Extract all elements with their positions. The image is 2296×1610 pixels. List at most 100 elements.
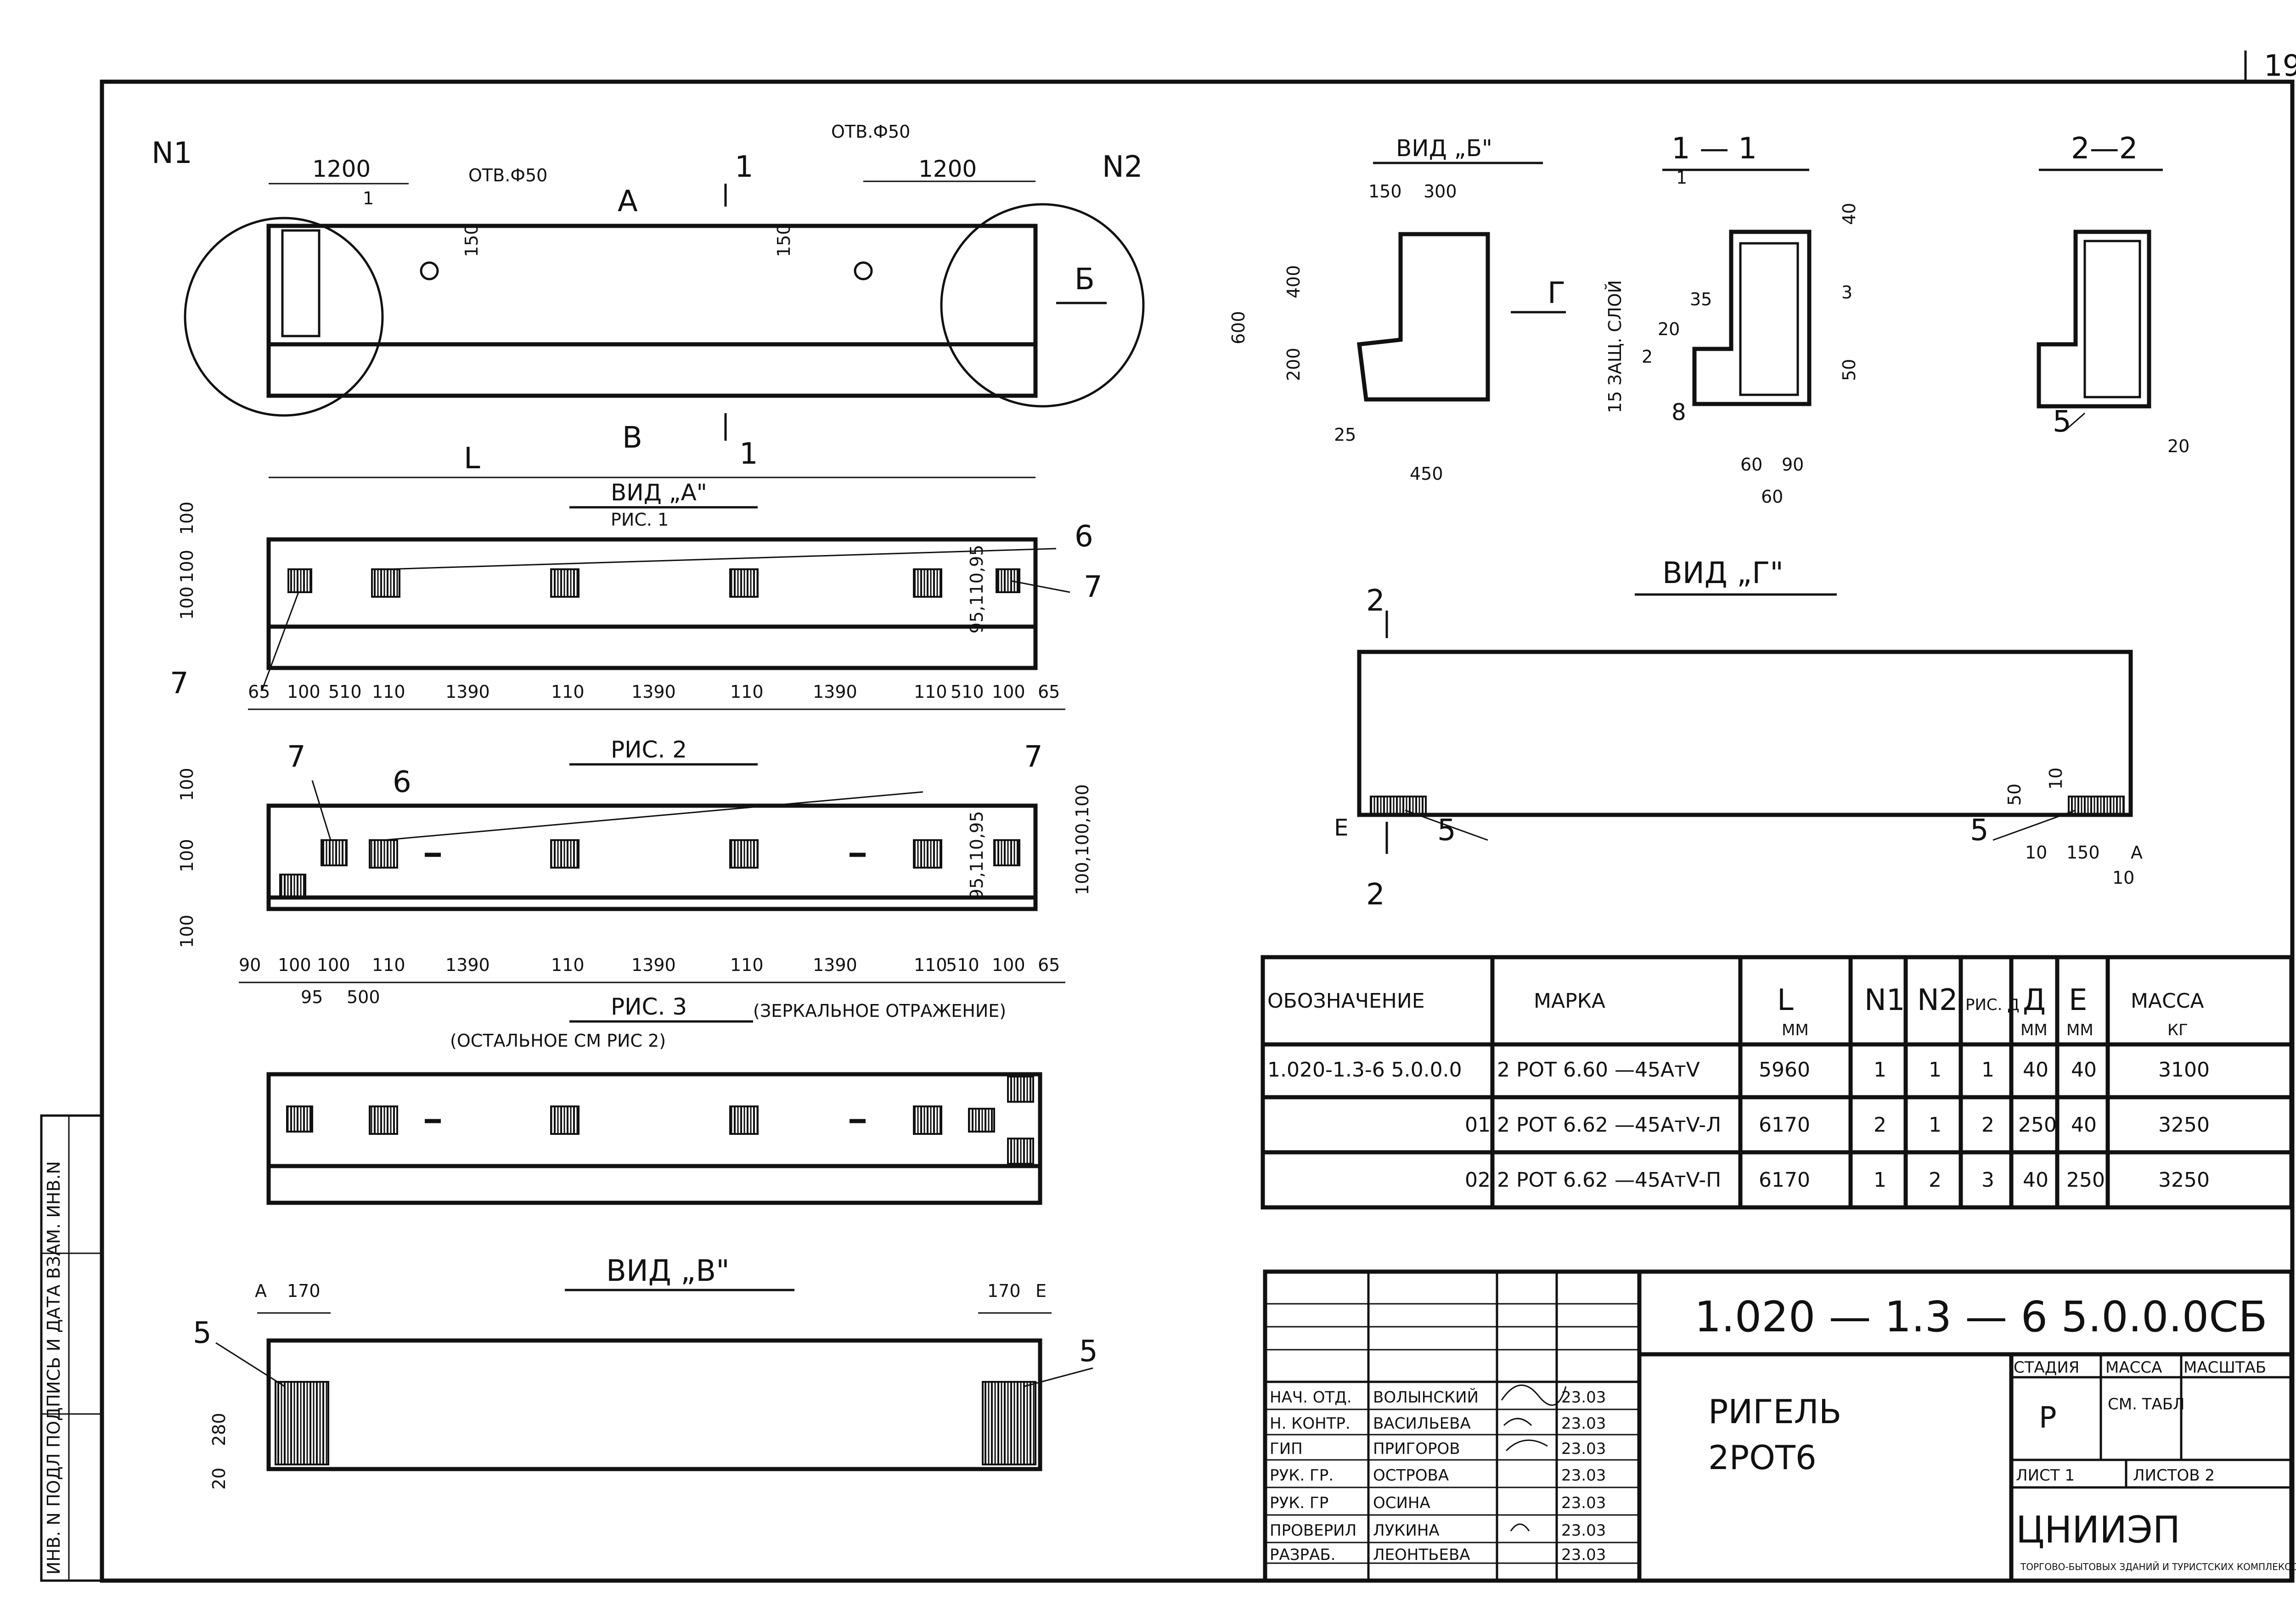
section-1-1-label-3: 3 xyxy=(1841,282,1852,303)
spec-header: N1 xyxy=(1864,983,1905,1017)
vid-g: ВИД „Г" 2 2 Е 5 5 50 10 10 150 А 10 xyxy=(1334,556,2143,912)
spec-unit: ММ xyxy=(2066,1021,2093,1039)
section-2-2: 2—2 5 20 xyxy=(2037,132,2189,456)
section-1-1-cover: 15 ЗАЩ. СЛОЙ xyxy=(1605,280,1625,413)
spec-cell: 40 xyxy=(2071,1058,2097,1082)
vid-g-dim-150: 150 xyxy=(2066,842,2100,863)
tb-role: РУК. ГР xyxy=(1270,1494,1328,1512)
ris-3-note-2: (ОСТАЛЬНОЕ СМ РИС 2) xyxy=(450,1031,666,1051)
spec-cell: 3250 xyxy=(2158,1168,2210,1192)
vid-g-label-5-left: 5 xyxy=(1437,813,1456,847)
tb-role: РУК. ГР. xyxy=(1270,1466,1334,1485)
spec-header: Д xyxy=(2023,983,2046,1017)
sheet-total: ЛИСТОВ 2 xyxy=(2133,1466,2215,1485)
spec-cell: 01 xyxy=(1465,1113,1491,1137)
ris-1-bdim: 1390 xyxy=(445,682,490,702)
vid-v-leader-5-right xyxy=(1024,1367,1093,1387)
ris-3-plate-8 xyxy=(1007,1138,1034,1165)
section-2-2-leader-5 xyxy=(2066,412,2085,430)
vid-b-dim-25: 25 xyxy=(1334,425,1356,445)
spec-header: L xyxy=(1777,983,1794,1017)
spec-header: РИС. Д xyxy=(1965,996,2020,1014)
detail-circle-n2 xyxy=(940,203,1145,408)
section-1-1-label-35: 35 xyxy=(1690,289,1712,309)
ris-1-plate-6 xyxy=(996,568,1020,593)
tb-name: ОСИНА xyxy=(1373,1494,1430,1512)
tb-date: 23.03 xyxy=(1561,1440,1606,1458)
spec-cell: 6170 xyxy=(1759,1113,1810,1137)
section-1-1-label-8: 8 xyxy=(1671,399,1686,426)
title-block-frame xyxy=(1263,1269,2294,1583)
section-1-1-label-50: 50 xyxy=(1839,359,1859,381)
spec-cell: 2 xyxy=(1929,1168,1941,1192)
main-elevation: N1 N2 1200 1200 ОТВ.Ф50 ОТВ.Ф50 150 150 … xyxy=(152,122,1145,478)
ris-2-right-dims-2: 95,110,95 xyxy=(967,811,987,900)
section-2-2-label-5: 5 xyxy=(2053,405,2071,439)
mass-value: СМ. ТАБЛ xyxy=(2108,1395,2185,1414)
leader-n1-label: N1 xyxy=(152,136,192,170)
stage-value: Р xyxy=(2039,1401,2057,1435)
sheet-number: ЛИСТ 1 xyxy=(2016,1466,2075,1485)
vid-g-dim-a: А xyxy=(2131,842,2143,863)
handwritten-signature xyxy=(1501,1384,1567,1531)
spec-unit: ММ xyxy=(2020,1021,2048,1039)
section-1-1-stirrup xyxy=(1739,242,1799,396)
stage-header: СТАДИЯ xyxy=(2014,1358,2079,1377)
spec-cell: 5960 xyxy=(1759,1058,1810,1082)
ris-3-plate-7 xyxy=(1007,1076,1034,1103)
spec-cell: 3250 xyxy=(2158,1113,2210,1137)
vid-v-leader-5-left xyxy=(215,1342,285,1387)
vid-v-dim-20: 20 xyxy=(209,1468,229,1490)
dim-150-left: 150 xyxy=(461,224,482,257)
signature-rows: НАЧ. ОТД. ВОЛЫНСКИЙ 23.03 Н. КОНТР. ВАСИ… xyxy=(1270,1388,1606,1564)
item-name-line-1: РИГЕЛЬ xyxy=(1708,1392,1841,1431)
ris-1-left-dim-2: 100 xyxy=(177,550,197,583)
ris-2-beam xyxy=(266,803,1038,911)
ris-1-bdim: 1390 xyxy=(813,682,857,702)
ris-2-bdim: 110 xyxy=(914,955,947,975)
spec-header: Е xyxy=(2069,983,2087,1017)
vid-v-dim-a: А xyxy=(255,1281,267,1301)
tb-name: ВОЛЫНСКИЙ xyxy=(1373,1388,1479,1407)
ris-2-bdim: 65 xyxy=(1038,955,1060,975)
item-name-line-2: 2РОТ6 xyxy=(1708,1438,1817,1477)
vid-v-label-5-left: 5 xyxy=(193,1316,212,1350)
vid-g-section-2-top: 2 xyxy=(1366,584,1385,618)
vid-v-label-5-right: 5 xyxy=(1079,1335,1098,1369)
ris-3-note: (ЗЕРКАЛЬНОЕ ОТРАЖЕНИЕ) xyxy=(753,1001,1006,1021)
vid-b-dim-400: 400 xyxy=(1283,265,1304,298)
section-1-bottom: 1 xyxy=(739,437,758,471)
side-stamp-text: ИНВ. N ПОДЛ ПОДПИСЬ И ДАТА ВЗАМ. ИНВ.N xyxy=(44,1161,64,1575)
ris-1-leader-7-left xyxy=(261,592,299,691)
vid-v: ВИД „В" А 170 170 Е 5 5 280 20 xyxy=(193,1254,1098,1490)
ris-2-plate-2 xyxy=(279,874,306,898)
hole-right-label: ОТВ.Ф50 xyxy=(831,122,910,142)
ris-2-plate-4 xyxy=(550,839,580,869)
ris-1-leader-7-right xyxy=(1010,580,1070,593)
spec-cell: 1 xyxy=(1981,1058,1994,1082)
ris-1-plate-4 xyxy=(729,568,759,598)
ris-2-bdim: 1390 xyxy=(445,955,490,975)
vid-v-dim-e: Е xyxy=(1035,1281,1047,1301)
leader-n2-label: N2 xyxy=(1102,150,1143,184)
ris-2-plate-5 xyxy=(729,839,759,869)
ris-2-right-dims: 100,100,100 xyxy=(1072,784,1092,895)
vid-v-dim-170-left: 170 xyxy=(287,1281,321,1301)
ris-2-bdim: 100 xyxy=(278,955,311,975)
ris-2-bdim: 100 xyxy=(317,955,350,975)
section-2-2-title: 2—2 xyxy=(2071,132,2138,166)
tb-role: РАЗРАБ. xyxy=(1270,1546,1335,1564)
vid-g-dim-10-b: 10 xyxy=(2025,842,2047,863)
vid-g-section-2-bottom: 2 xyxy=(1366,878,1385,912)
ris-1-bdim: 1390 xyxy=(631,682,676,702)
tb-name: ПРИГОРОВ xyxy=(1373,1440,1460,1458)
section-1-1: 1 — 1 15 ЗАЩ. СЛОЙ 1 40 35 20 2 3 50 8 6… xyxy=(1605,132,1859,507)
ris-2-title: РИС. 2 xyxy=(611,736,687,763)
ris-2-label-7-right: 7 xyxy=(1024,740,1043,774)
ris-2-bdim: 110 xyxy=(730,955,764,975)
spec-cell: 2 xyxy=(1981,1113,1994,1137)
vid-v-beam xyxy=(266,1338,1042,1471)
spec-cell: 02 xyxy=(1465,1168,1491,1192)
ris-2-bdim: 1390 xyxy=(813,955,857,975)
organization: ЦНИИЭП xyxy=(2016,1509,2180,1551)
